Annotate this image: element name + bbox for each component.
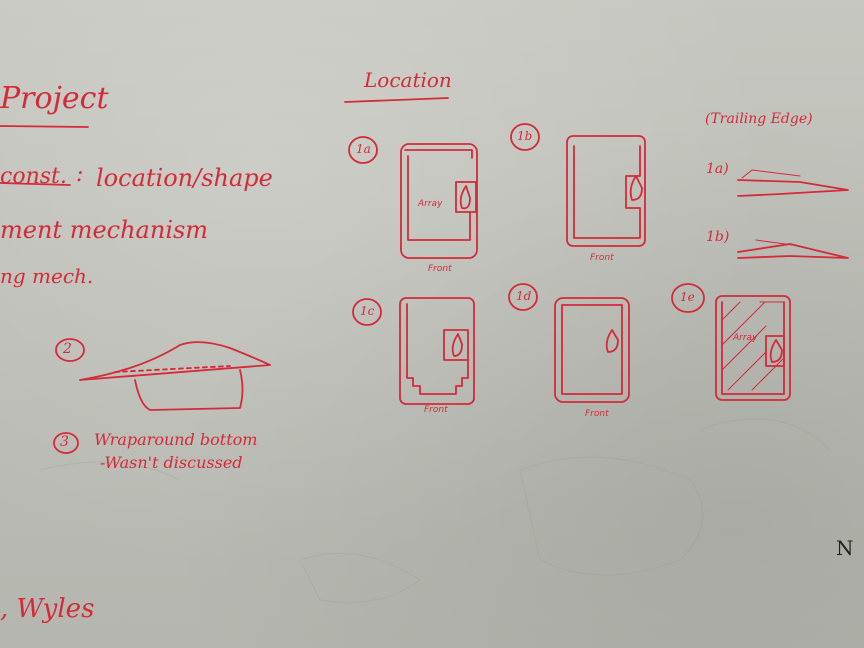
trailing-edge-1b-sketch <box>737 239 849 259</box>
colon-mark: : <box>76 162 84 187</box>
trailing-edge-1b-label: 1b) <box>706 229 730 245</box>
label-1c: 1c <box>360 304 375 318</box>
item-2-circle <box>55 338 85 362</box>
sketch-1b <box>566 135 646 247</box>
edge-mark: N <box>836 536 854 560</box>
trailing-edge-heading: (Trailing Edge) <box>705 111 813 127</box>
erased-ghost-marks <box>39 418 831 604</box>
label-1d: 1d <box>516 289 532 303</box>
label-1b-circle <box>510 123 540 151</box>
label-1e-circle <box>671 283 705 313</box>
item-2-sketch <box>79 341 271 411</box>
item-3-line2: -Wasn't discussed <box>100 453 243 472</box>
label-1a: 1a <box>356 142 371 156</box>
sketch-1d <box>554 297 630 403</box>
item-3-circle <box>53 432 79 454</box>
label-1d-circle <box>508 283 538 311</box>
label-1e: 1e <box>680 290 695 304</box>
sketch-1a <box>400 143 478 259</box>
label-1c-circle <box>352 298 382 326</box>
const-strike <box>0 182 71 186</box>
front-1d-label: Front <box>585 409 609 419</box>
item-2-number: 2 <box>63 341 72 357</box>
item-3-line1: Wraparound bottom <box>94 430 258 449</box>
trailing-edge-1a-label: 1a) <box>706 161 729 177</box>
sketch-1c <box>399 297 475 405</box>
item-3-number: 3 <box>60 434 69 450</box>
array-1e-label: Array <box>733 333 758 343</box>
label-1b: 1b <box>517 129 533 143</box>
label-1a-circle <box>348 136 378 164</box>
struck-const-text: const. <box>0 164 67 189</box>
front-1b-label: Front <box>590 253 614 263</box>
mech-text: ng mech. <box>0 264 94 288</box>
project-underline <box>0 125 89 128</box>
mechanism-text: ment mechanism <box>0 216 209 244</box>
trailing-edge-1a-sketch <box>737 169 849 197</box>
location-heading: Location <box>364 68 452 92</box>
sketch-1e <box>715 295 791 401</box>
location-shape-text: location/shape <box>96 164 273 192</box>
project-title: Project <box>0 81 109 116</box>
array-1a-label: Array <box>418 199 443 209</box>
names-text: , Wyles <box>0 594 95 624</box>
location-underline <box>344 97 449 103</box>
front-1c-label: Front <box>424 405 448 415</box>
front-1a-label: Front <box>428 264 452 274</box>
